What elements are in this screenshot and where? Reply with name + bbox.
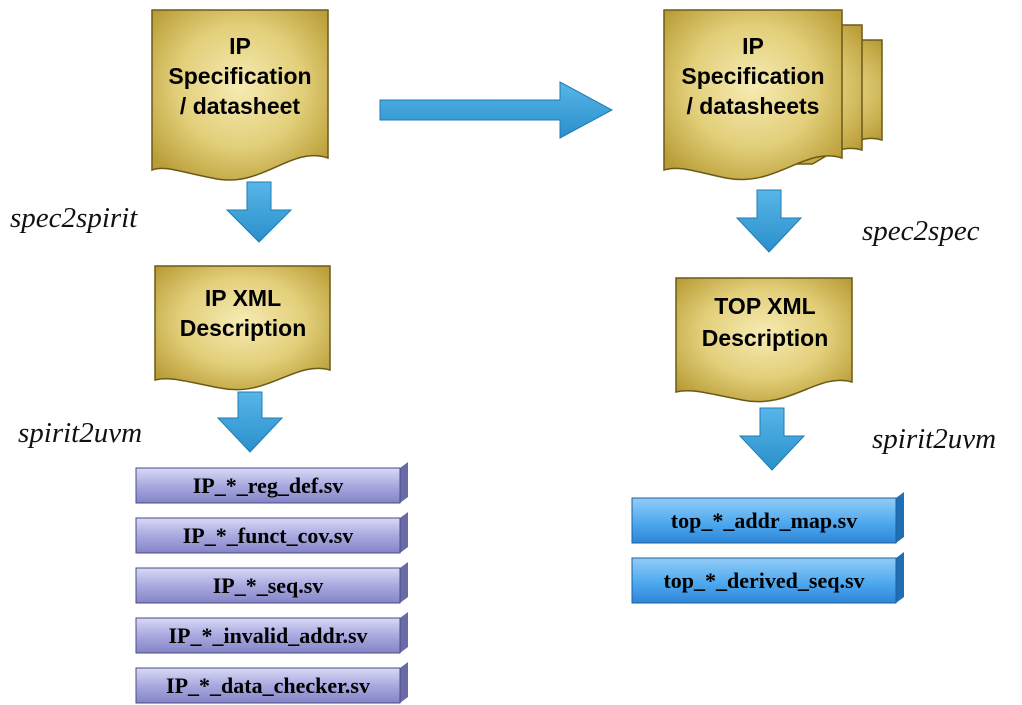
spirit2uvm-label-right: spirit2uvm — [872, 423, 996, 455]
ip-datasheets-line-1: IP — [742, 33, 764, 59]
ip-output-file: IP_*_data_checker.sv — [135, 662, 408, 704]
down-arrow-icon — [735, 189, 803, 253]
ip-output-file: IP_*_reg_def.sv — [135, 462, 408, 504]
ip-spec-document: IP Specification / datasheet — [151, 9, 329, 181]
spec2spirit-label: spec2spirit — [10, 202, 138, 234]
ip-output-file: IP_*_invalid_addr.sv — [135, 612, 408, 654]
top-output-file: top_*_derived_seq.sv — [631, 552, 904, 604]
spirit2uvm-label-left: spirit2uvm — [18, 417, 142, 449]
ip-spec-line-1: IP — [229, 33, 251, 59]
ip-output-file-name: IP_*_invalid_addr.sv — [168, 623, 367, 648]
right-arrow-icon — [379, 81, 614, 139]
down-arrow-icon — [216, 391, 284, 453]
ip-output-file: IP_*_funct_cov.sv — [135, 512, 408, 554]
ip-output-file-name: IP_*_funct_cov.sv — [183, 523, 354, 548]
ip-datasheets-document-stack: IP Specification / datasheets — [663, 9, 883, 181]
down-arrow-icon — [225, 181, 293, 243]
top-xml-document: TOP XML Description — [675, 277, 853, 403]
ip-output-file-name: IP_*_seq.sv — [213, 573, 324, 598]
down-arrow-icon — [738, 407, 806, 471]
top-xml-line-2: Description — [702, 325, 829, 351]
top-output-file: top_*_addr_map.sv — [631, 492, 904, 544]
ip-datasheets-line-3: / datasheets — [687, 93, 820, 119]
ip-spec-line-2: Specification — [168, 63, 311, 89]
top-xml-line-1: TOP XML — [714, 293, 815, 319]
ip-xml-document: IP XML Description — [154, 265, 331, 391]
ip-xml-line-1: IP XML — [205, 285, 281, 311]
top-output-file-name: top_*_addr_map.sv — [671, 508, 857, 533]
ip-datasheets-line-2: Specification — [681, 63, 824, 89]
ip-xml-line-2: Description — [180, 315, 307, 341]
ip-spec-line-3: / datasheet — [180, 93, 300, 119]
top-output-file-name: top_*_derived_seq.sv — [663, 568, 864, 593]
spec2spec-label: spec2spec — [862, 215, 980, 247]
ip-output-file: IP_*_seq.sv — [135, 562, 408, 604]
ip-output-file-name: IP_*_reg_def.sv — [193, 473, 344, 498]
ip-output-file-name: IP_*_data_checker.sv — [166, 673, 370, 698]
